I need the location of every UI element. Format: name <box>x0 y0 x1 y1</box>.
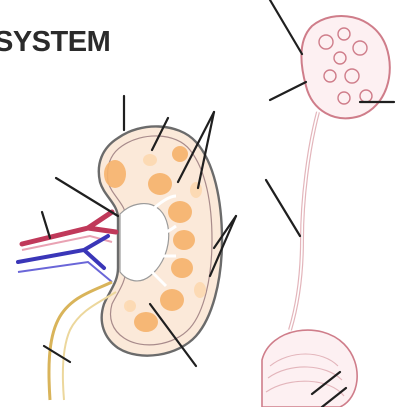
nephron-diagram-icon <box>262 16 390 407</box>
collecting-tubule <box>290 112 318 330</box>
